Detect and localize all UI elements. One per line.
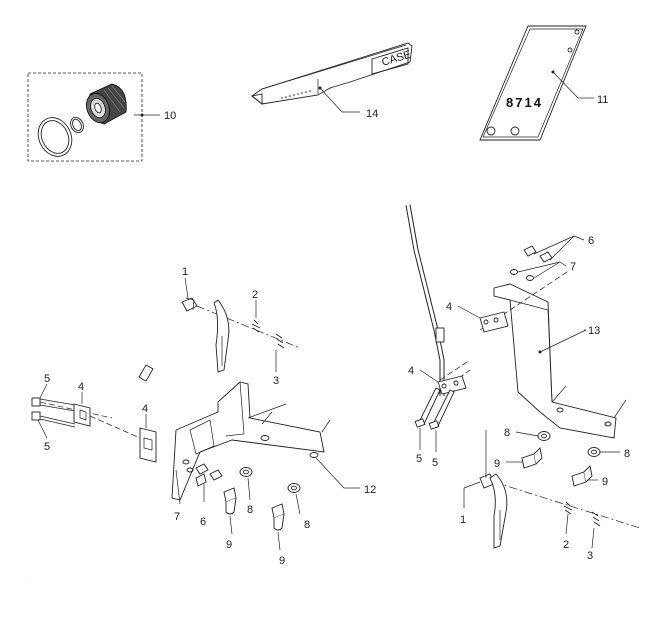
- washer-8b: [287, 483, 301, 493]
- callout-9b-left: 9: [279, 555, 285, 567]
- callout-2-right: 2: [563, 539, 569, 551]
- bracket-12: [171, 381, 325, 501]
- callout-13: 13: [588, 325, 600, 337]
- callout-8a-right: 8: [504, 427, 510, 439]
- callout-12: 12: [364, 484, 376, 496]
- callout-10: 10: [164, 110, 176, 122]
- bolt-head-5b: [31, 411, 41, 421]
- callout-9a-left: 9: [226, 539, 232, 551]
- callout-2-left: 2: [252, 289, 258, 301]
- callout-5a-left: 5: [44, 373, 50, 385]
- clamp-4b-right: [437, 375, 467, 395]
- o-ring-small: [70, 116, 84, 134]
- right-assembly: 6 7 4 4 5 5 8 8 9 9 13 1 2 3: [405, 204, 641, 562]
- callout-8b-right: 8: [624, 448, 630, 460]
- callout-8b-left: 8: [304, 519, 310, 531]
- bolt-head-5a: [31, 397, 41, 407]
- bolt-9b-right: [571, 471, 587, 487]
- callout-8a-left: 8: [247, 504, 253, 516]
- callout-4a-left: 4: [78, 381, 84, 393]
- callout-1-left: 1: [182, 266, 188, 278]
- callout-9a-right: 9: [494, 458, 500, 470]
- guard-bracket-14: CASE 14: [250, 42, 413, 120]
- washer-8a-right: [537, 431, 551, 441]
- clamp-4b: [139, 427, 157, 463]
- callout-11: 11: [597, 94, 608, 106]
- callout-6-left: 6: [200, 516, 206, 528]
- callout-3-right: 3: [587, 550, 593, 562]
- decal-text: 8714: [506, 95, 543, 110]
- kit-box: [27, 72, 143, 162]
- bracket-13: [493, 283, 617, 439]
- callout-7-left: 7: [174, 511, 180, 523]
- callout-4a-right: 4: [446, 301, 452, 313]
- callout-5a-right: 5: [416, 453, 422, 465]
- left-assembly: 1 2 3 4 4 5 5 6 7 8 8 9 9 12: [24, 266, 376, 581]
- callout-4b-left: 4: [142, 403, 148, 415]
- nuts-6-left: [195, 463, 223, 487]
- clamp-4a-right: [479, 311, 509, 333]
- callout-5b-left: 5: [44, 441, 50, 453]
- callout-1-right: 1: [460, 514, 466, 526]
- filter-element: [86, 83, 127, 125]
- callout-4b-right: 4: [408, 365, 414, 377]
- bolt-9a-right: [521, 453, 537, 469]
- callout-6-right: 6: [588, 235, 594, 247]
- decal-plate-11: 8714 11: [479, 25, 608, 141]
- filter-kit-group: 10: [27, 72, 176, 162]
- clamp-4a: [73, 403, 91, 427]
- washer-8b-right: [587, 447, 601, 457]
- o-ring-large: [37, 117, 73, 157]
- callout-9b-right: 9: [602, 476, 608, 488]
- callout-14: 14: [366, 108, 378, 120]
- callout-7-right: 7: [570, 261, 576, 273]
- callout-5b-right: 5: [432, 457, 438, 469]
- washer-8a: [239, 467, 253, 477]
- callout-3-left: 3: [273, 375, 279, 387]
